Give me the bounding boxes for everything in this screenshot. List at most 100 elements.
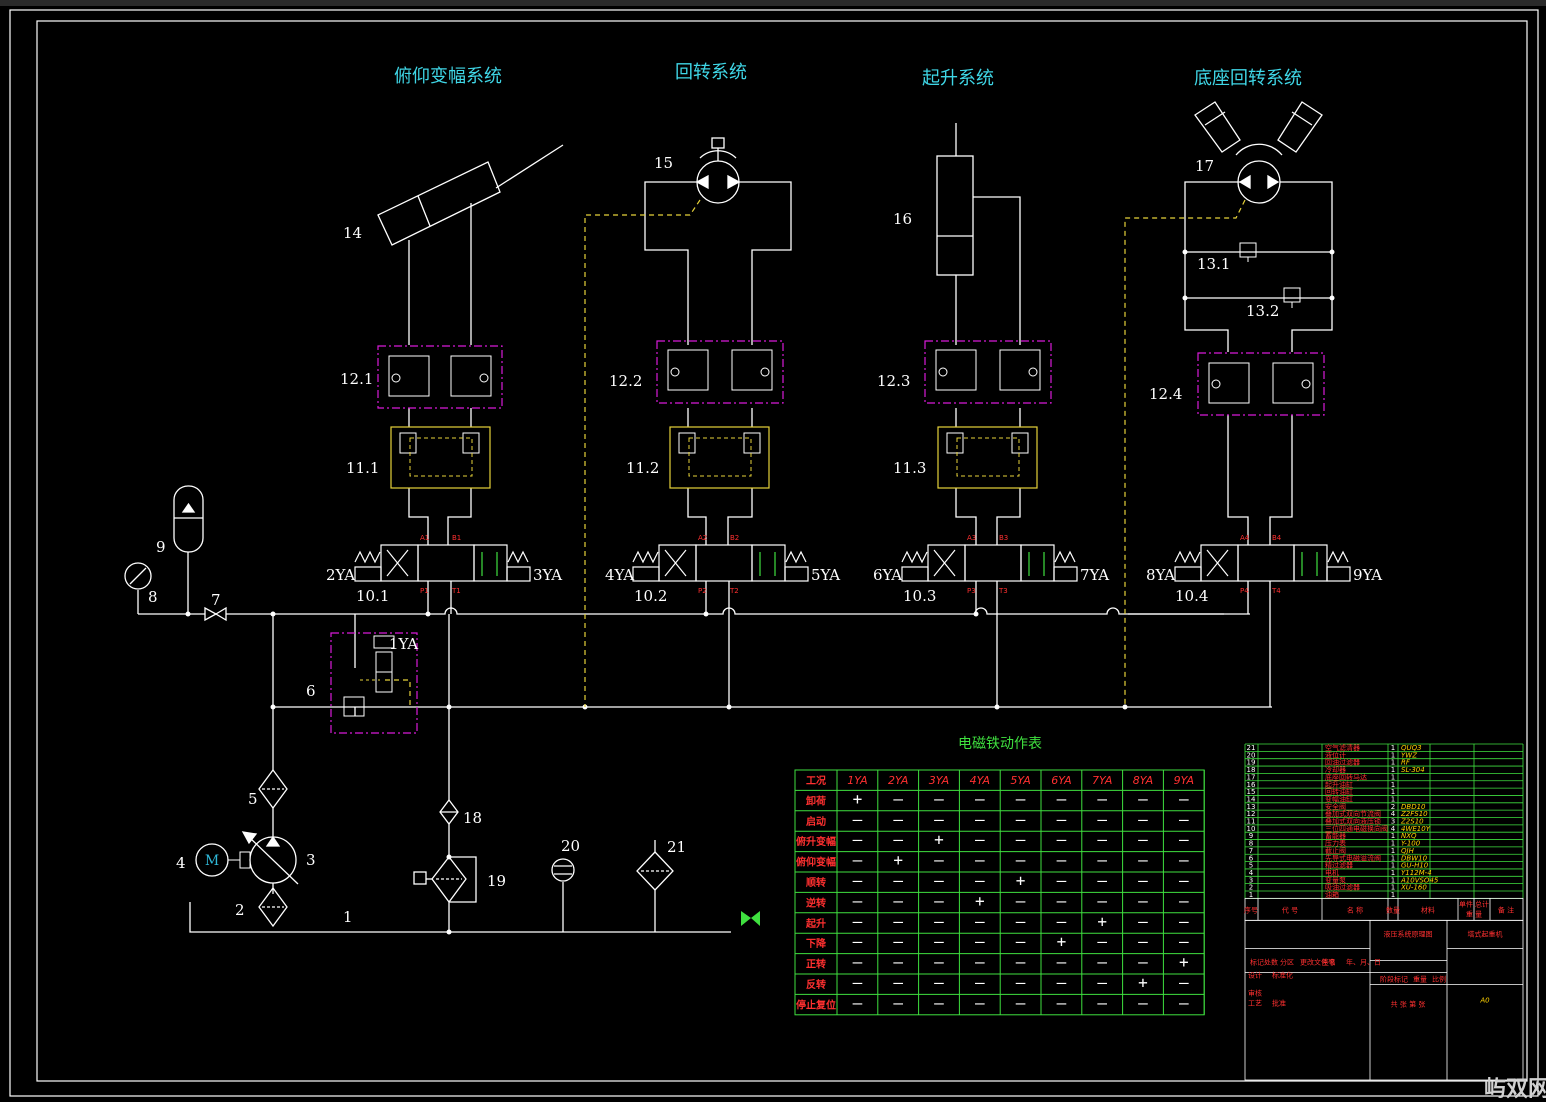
hoist-cylinder-16[interactable] bbox=[936, 155, 974, 276]
bom-header-qty: 数量 bbox=[1386, 905, 1400, 914]
bom-row-qty: 1 bbox=[1391, 744, 1395, 752]
cooler-18[interactable] bbox=[439, 798, 459, 826]
solenoid-table-title: 电磁铁动作表 bbox=[958, 736, 1042, 752]
drain-valve-icon[interactable] bbox=[741, 911, 760, 926]
bom-row-code: XU-160 bbox=[1400, 884, 1427, 892]
hydraulic-lock-11-1[interactable] bbox=[390, 426, 491, 489]
table-cell-state: — bbox=[853, 871, 863, 890]
table-cell-state: — bbox=[1057, 871, 1067, 890]
table-cell-state: + bbox=[1016, 871, 1026, 890]
throttle-valve-12-4[interactable] bbox=[1197, 352, 1325, 416]
table-cell-state: — bbox=[893, 973, 903, 992]
label-20: 20 bbox=[561, 837, 580, 855]
table-cell-state: — bbox=[934, 871, 944, 890]
label-17: 17 bbox=[1195, 157, 1214, 175]
hydraulic-lines bbox=[137, 123, 1333, 933]
label-8: 8 bbox=[148, 588, 158, 606]
label-11-3: 11.3 bbox=[893, 459, 926, 477]
table-cell-state: + bbox=[1179, 953, 1189, 972]
table-cell-state: — bbox=[934, 973, 944, 992]
slew-motor-15[interactable] bbox=[695, 137, 741, 204]
table-cell-state: — bbox=[1138, 789, 1148, 808]
watermark: 屿双网 bbox=[1484, 1077, 1546, 1102]
accumulator-9[interactable] bbox=[173, 485, 204, 553]
table-row-label: 启动 bbox=[806, 815, 826, 828]
pressure-gauge-8[interactable] bbox=[124, 562, 152, 590]
table-row-label: 俯仰变幅 bbox=[796, 856, 836, 869]
table-cell-state: — bbox=[853, 932, 863, 951]
bom-row-name: 吸油过滤器 bbox=[1325, 883, 1360, 892]
bom-row-number: 14 bbox=[1247, 795, 1256, 803]
throttle-valve-12-1[interactable] bbox=[377, 345, 503, 409]
return-filter-19[interactable] bbox=[413, 855, 477, 904]
table-row-label: 反转 bbox=[806, 978, 826, 991]
solenoid-8ya: 8YA bbox=[1146, 566, 1175, 584]
bom-row-name: 三位四通电磁换向阀 bbox=[1325, 824, 1388, 833]
pressure-filter-5[interactable] bbox=[258, 768, 288, 810]
table-cell-state: — bbox=[934, 912, 944, 931]
throttle-valve-12-3[interactable] bbox=[924, 340, 1052, 404]
table-row-label: 卸荷 bbox=[806, 794, 826, 807]
table-cell-state: — bbox=[975, 973, 985, 992]
level-gauge-20[interactable] bbox=[551, 858, 575, 882]
bom-header-weight: 重 量 bbox=[1466, 910, 1482, 918]
electric-motor-4[interactable]: M bbox=[195, 843, 251, 877]
bom-row-name: 油箱 bbox=[1325, 890, 1339, 899]
bom-row-qty: 4 bbox=[1391, 810, 1396, 818]
bom-row-name: 起升油缸 bbox=[1325, 780, 1353, 789]
table-cell-state: — bbox=[1097, 851, 1107, 870]
bom-row-number: 21 bbox=[1247, 744, 1256, 752]
title-revision-header: 年、月、日 bbox=[1346, 957, 1381, 966]
directional-valve-10-3[interactable] bbox=[901, 544, 1078, 582]
table-cell-state: + bbox=[853, 789, 863, 808]
port-t1: T1 bbox=[451, 587, 461, 595]
label-6: 6 bbox=[306, 682, 316, 700]
luffing-cylinder-14[interactable] bbox=[377, 144, 564, 246]
table-row-label: 逆转 bbox=[806, 896, 826, 909]
table-cell-state: — bbox=[893, 871, 903, 890]
table-row-label: 下降 bbox=[806, 937, 827, 950]
air-breather-21[interactable] bbox=[636, 840, 674, 891]
solenoid-2ya: 2YA bbox=[326, 566, 355, 584]
table-cell-state: — bbox=[853, 830, 863, 849]
throttle-valve-12-2[interactable] bbox=[656, 340, 784, 404]
label-1: 1 bbox=[343, 908, 353, 926]
bom-row-number: 4 bbox=[1249, 869, 1254, 877]
solenoid-relief-valve-6[interactable] bbox=[330, 632, 418, 734]
bom-row-qty: 1 bbox=[1391, 891, 1395, 899]
table-cell-state: + bbox=[934, 830, 944, 849]
bom-row-number: 6 bbox=[1249, 854, 1254, 862]
table-cell-state: — bbox=[975, 810, 985, 829]
stop-valve-7[interactable] bbox=[204, 606, 227, 622]
title-revision-header: 分区 bbox=[1280, 957, 1294, 966]
bom-row-qty: 1 bbox=[1391, 773, 1395, 781]
table-cell-state: — bbox=[1179, 932, 1189, 951]
bom-row-name: 变幅油缸 bbox=[1325, 794, 1353, 803]
variable-pump-3[interactable] bbox=[241, 831, 299, 885]
directional-valve-10-1[interactable] bbox=[354, 544, 531, 582]
directional-valve-10-2[interactable] bbox=[632, 544, 809, 582]
hydraulic-schematic-canvas[interactable]: 俯仰变幅系统 回转系统 起升系统 底座回转系统 bbox=[0, 6, 1546, 1102]
table-cell-state: — bbox=[1179, 851, 1189, 870]
suction-filter-2[interactable] bbox=[258, 886, 288, 928]
bom-row-qty: 1 bbox=[1391, 869, 1395, 877]
relief-valve-13-2[interactable] bbox=[1283, 287, 1301, 308]
table-cell-state: — bbox=[1138, 851, 1148, 870]
bom-row-code: Z2S10 bbox=[1400, 818, 1424, 826]
bom-row-name: 电机 bbox=[1325, 868, 1339, 877]
table-cell-state: — bbox=[893, 993, 903, 1012]
bom-row-number: 19 bbox=[1247, 759, 1256, 767]
hydraulic-lock-11-2[interactable] bbox=[669, 426, 770, 489]
bom-row-name: 液位计 bbox=[1325, 750, 1346, 759]
hydraulic-lock-11-3[interactable] bbox=[937, 426, 1038, 489]
table-cell-state: — bbox=[893, 912, 903, 931]
port-p1: P1 bbox=[420, 587, 429, 595]
bom-row-name: 压力表 bbox=[1325, 839, 1346, 848]
solenoid-3ya: 3YA bbox=[533, 566, 562, 584]
directional-valve-10-4[interactable] bbox=[1174, 544, 1351, 582]
title-weight-label: 重量 bbox=[1413, 975, 1427, 983]
relief-valve-13-1[interactable] bbox=[1239, 242, 1257, 262]
base-rotation-motor-17[interactable] bbox=[1194, 101, 1323, 204]
label-15: 15 bbox=[654, 154, 673, 172]
